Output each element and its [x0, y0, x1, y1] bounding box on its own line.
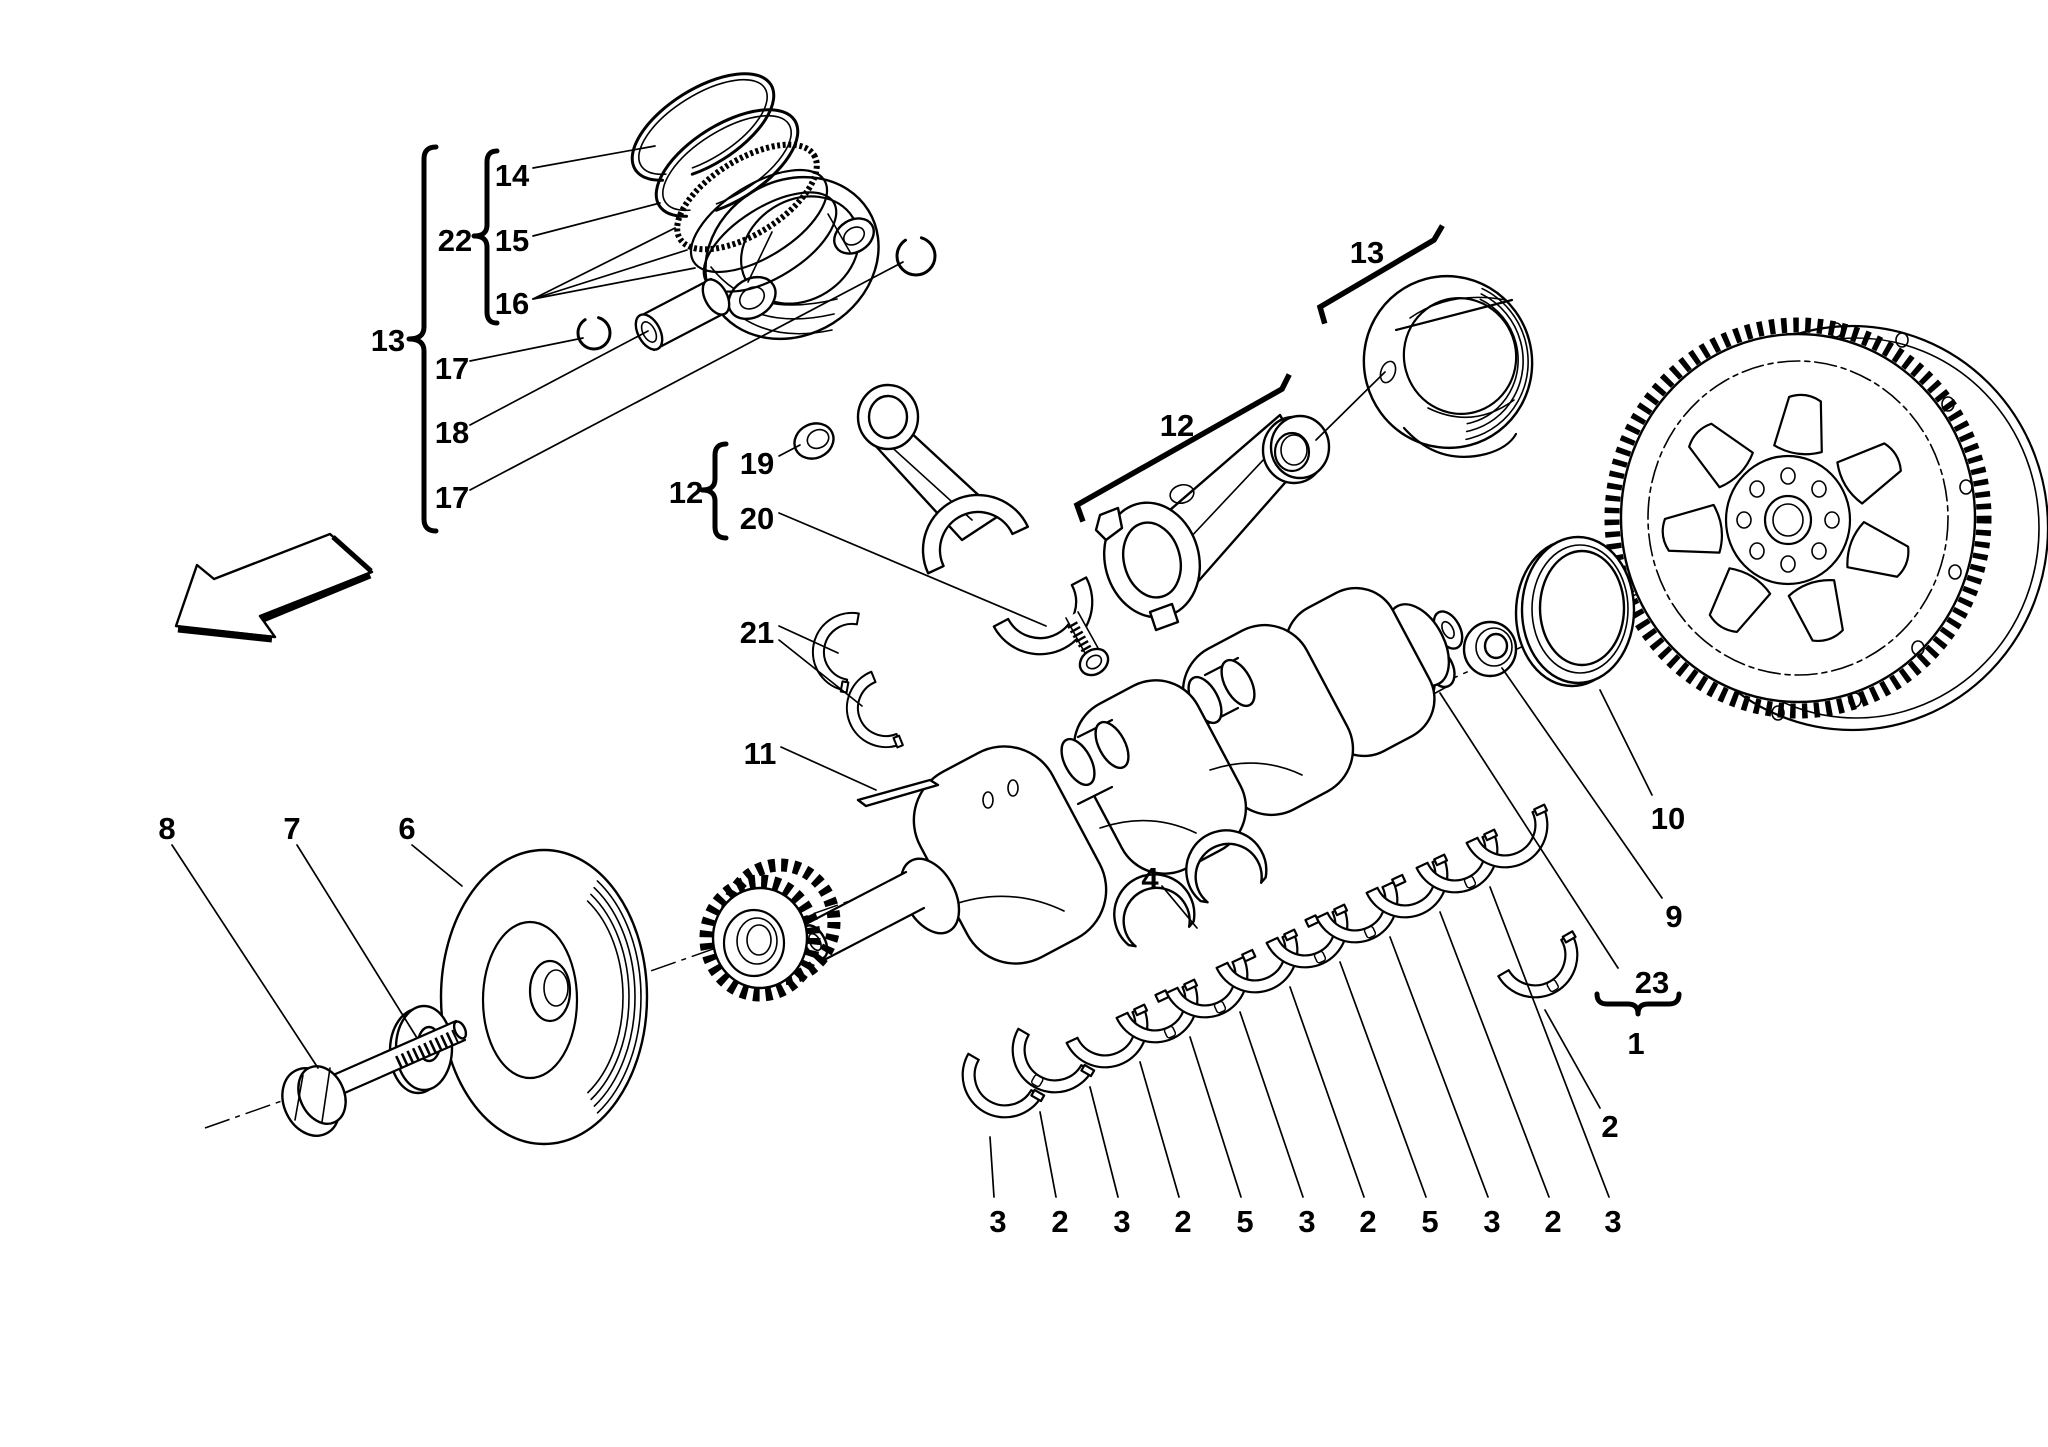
flywheel-bolt-holes: [1771, 322, 1973, 721]
flywheel-hub: [1724, 454, 1852, 586]
callout-1: 1: [1627, 1026, 1644, 1061]
callout-12-left: 12: [669, 475, 703, 510]
callout-4: 4: [1141, 861, 1159, 896]
crankshaft: [801, 586, 1464, 965]
callout-20: 20: [740, 501, 774, 536]
crank-pulley: [439, 848, 649, 1146]
bracket-line-13-right: [1316, 224, 1445, 325]
bracket-line-12-right: [1073, 373, 1292, 523]
pulley-bolt: [281, 1019, 468, 1137]
callout-6: 6: [398, 811, 415, 846]
callout-22: 22: [438, 223, 472, 258]
callout-9: 9: [1665, 899, 1682, 934]
flywheel: [1604, 317, 2048, 732]
callout-bottom-8: 5: [1421, 1204, 1438, 1239]
leader-lines: [171, 145, 1663, 1198]
brace-12-left: [699, 441, 729, 541]
callout-bottom-1: 3: [989, 1204, 1006, 1239]
callout-bottom-3: 3: [1113, 1204, 1130, 1239]
callout-bottom-7: 2: [1359, 1204, 1376, 1239]
rod-bearing-shells: [805, 605, 904, 762]
small-end-bushing: [793, 422, 835, 460]
callout-bottom-6: 3: [1298, 1204, 1315, 1239]
circlips: [576, 235, 937, 351]
callout-13-right: 13: [1350, 235, 1384, 270]
callout-bottom-10: 2: [1544, 1204, 1561, 1239]
callout-14: 14: [495, 158, 530, 193]
callout-17-a: 17: [435, 351, 469, 386]
callout-bottom-5: 5: [1236, 1204, 1253, 1239]
callout-19: 19: [740, 446, 774, 481]
callout-21: 21: [740, 615, 774, 650]
timing-sprocket: [699, 858, 841, 1002]
piston-right: [1362, 274, 1534, 458]
callout-7: 7: [283, 811, 300, 846]
crank-key: [856, 778, 940, 808]
callout-8: 8: [158, 811, 175, 846]
callout-11: 11: [744, 736, 777, 771]
brackets: [406, 144, 1682, 1017]
callout-bottom-11: 3: [1604, 1204, 1621, 1239]
brace-22: [471, 148, 500, 326]
callout-labels: 14 15 16 22 13 17 18 17 12 19 20 21 11 1…: [158, 158, 1685, 1239]
callout-2-right: 2: [1601, 1109, 1618, 1144]
brace-13-left: [406, 144, 439, 534]
callout-17-b: 17: [435, 480, 469, 515]
callout-15: 15: [495, 223, 529, 258]
crankpin-front: [1060, 718, 1130, 806]
callout-bottom-2: 2: [1051, 1204, 1068, 1239]
underbrace-23: [1594, 991, 1682, 1017]
crankpin-rear: [1187, 656, 1256, 727]
direction-arrow: [174, 532, 374, 643]
callout-12-right: 12: [1160, 408, 1194, 443]
pilot-bearing: [1462, 620, 1518, 678]
callout-bottom-4: 2: [1174, 1204, 1191, 1239]
callout-13-left: 13: [371, 323, 405, 358]
callout-16: 16: [495, 286, 529, 321]
connecting-rod-left: [856, 383, 1110, 677]
callout-23: 23: [1635, 965, 1669, 1000]
connecting-rod-right: [1094, 413, 1331, 632]
wrist-pin: [634, 277, 731, 352]
callout-18: 18: [435, 415, 469, 450]
callout-10: 10: [1651, 801, 1685, 836]
callout-bottom-9: 3: [1483, 1204, 1500, 1239]
crank-rear-seal: [1514, 535, 1636, 688]
